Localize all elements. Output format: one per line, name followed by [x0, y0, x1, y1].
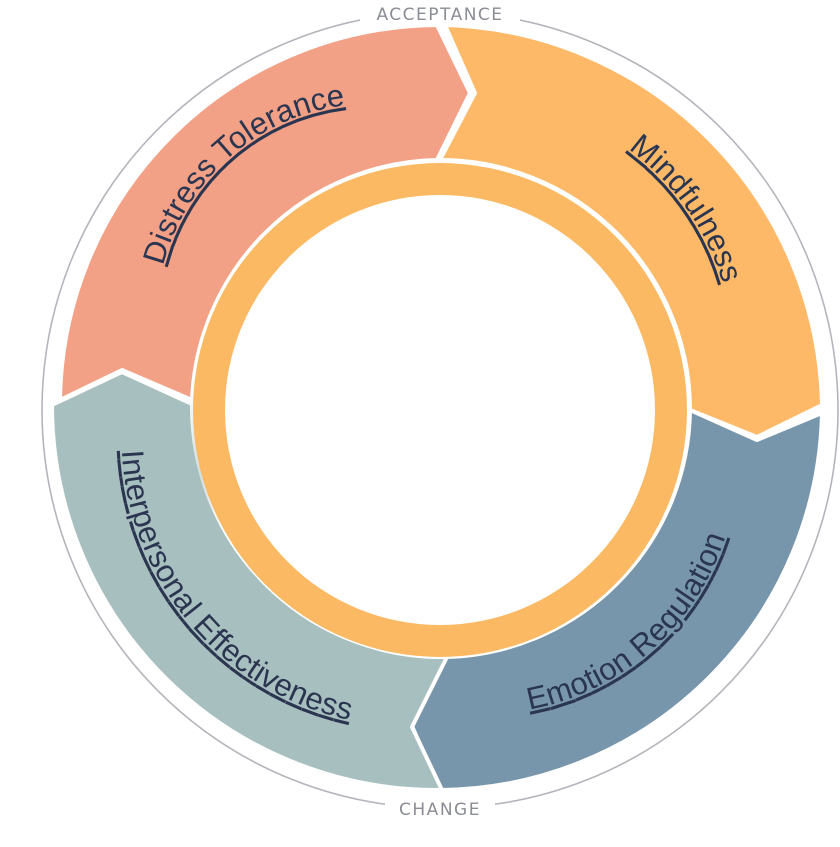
acceptance-label: ACCEPTANCE	[376, 5, 503, 25]
distress-tolerance-segment[interactable]	[58, 23, 472, 402]
bottom-label-gap	[385, 795, 495, 821]
center-hole	[225, 195, 655, 625]
change-label: CHANGE	[399, 800, 481, 820]
mindfulness-segment[interactable]	[438, 23, 824, 439]
top-label-gap	[360, 0, 520, 24]
emotion-regulation-segment[interactable]	[410, 408, 824, 792]
